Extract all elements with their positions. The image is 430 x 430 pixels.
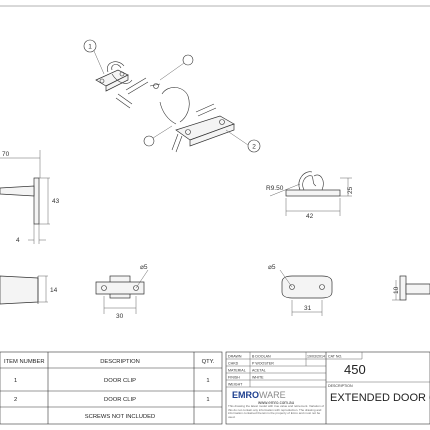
bom-row-2-description: DOOR CLIP	[104, 397, 136, 403]
dim-r950: R9.50	[266, 185, 284, 192]
bom-row-3-description: SCREWS NOT INCLUDED	[85, 414, 155, 420]
tb-drawn-date: 19/03/2014	[307, 355, 325, 359]
bom-header-qty: QTY.	[202, 359, 215, 365]
dim-dia-b: ⌀5	[268, 264, 276, 271]
dim-43: 43	[52, 198, 60, 205]
end-view: 10	[392, 275, 430, 301]
dim-dia-a: ⌀5	[140, 264, 148, 271]
tb-material-value: ACETAL	[252, 369, 266, 373]
front-view: 14	[0, 275, 58, 305]
balloon-2: 2	[225, 129, 261, 153]
tb-material-label: MATERIAL	[228, 369, 246, 373]
leader-circle	[182, 54, 194, 66]
tb-checked-label: CHKD	[228, 362, 239, 366]
tb-weight-label: WEIGHT	[228, 383, 243, 387]
bom-row-2-item: 2	[14, 397, 17, 403]
tb-finish-value: WHITE	[252, 376, 264, 380]
tb-drawn-label: DRAWN	[228, 355, 242, 359]
brand-logo-main: EMRO	[232, 390, 259, 400]
dim-4: 4	[16, 237, 20, 244]
leader-circle	[143, 135, 155, 147]
dim-42: 42	[306, 213, 314, 220]
tb-checked-value: P WOOSTER	[252, 362, 274, 366]
tb-description-label: DESCRIPTION	[328, 384, 353, 388]
legal-notice-wrap: This drawing the latest model with true …	[228, 405, 324, 419]
tb-drawn-value: B DOOLAN	[252, 355, 271, 359]
dim-10: 10	[393, 286, 400, 294]
bom-header-description: DESCRIPTION	[100, 359, 140, 365]
tb-cat-number: 450	[344, 362, 366, 377]
bom-table: ITEM NUMBER DESCRIPTION QTY. 1 DOOR CLIP…	[0, 351, 223, 425]
legal-notice: This drawing the latest model with true …	[228, 405, 324, 419]
bom-header-item: ITEM NUMBER	[4, 359, 45, 365]
dim-25: 25	[347, 186, 354, 194]
bracket-view-a: ⌀5 30	[95, 264, 149, 320]
title-block: DRAWN B DOOLAN 19/03/2014 CHKD P WOOSTER…	[225, 351, 430, 425]
dim-14: 14	[50, 287, 58, 294]
tb-description: EXTENDED DOOR CLIP	[330, 392, 430, 404]
part-1-door-clip	[95, 61, 161, 109]
svg-text:1: 1	[88, 44, 92, 51]
dim-70: 70	[2, 151, 10, 158]
balloon-1: 1	[83, 39, 105, 75]
clip-side-view: R9.50 25 42	[266, 171, 354, 220]
bom-row-1-item: 1	[14, 378, 17, 384]
dim-30: 30	[116, 313, 124, 320]
side-view: 70 43 4	[0, 150, 60, 244]
brand-logo-suffix: WARE	[259, 390, 286, 400]
bom-row-1-qty: 1	[206, 378, 209, 384]
bom-row-2-qty: 1	[206, 397, 209, 403]
bom-row-1-description: DOOR CLIP	[104, 378, 136, 384]
tb-finish-label: FINISH	[228, 376, 240, 380]
svg-text:2: 2	[252, 144, 256, 151]
dim-31: 31	[304, 305, 312, 312]
part-2-extended-base	[159, 87, 235, 153]
isometric-view: 1 2	[83, 39, 261, 153]
tb-cat-label: CAT NO.	[328, 355, 342, 359]
bracket-view-b: ⌀5 31	[268, 264, 333, 316]
brand-website: www.emro.com.au	[258, 400, 295, 405]
